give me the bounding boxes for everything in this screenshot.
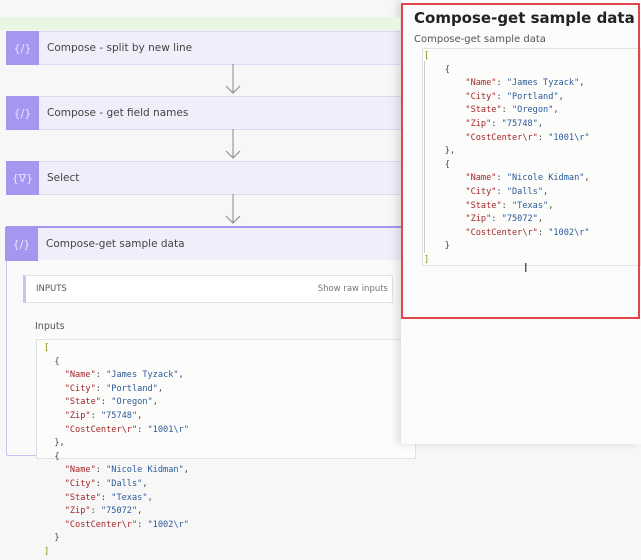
text-cursor-icon: I xyxy=(524,261,528,275)
step-select[interactable]: {∇}Select xyxy=(6,161,406,195)
step-compose-field-names[interactable]: {∕}Compose - get field names xyxy=(6,96,406,130)
arrow-down-icon xyxy=(225,194,241,224)
compose-icon: {∕} xyxy=(6,31,39,65)
step-header[interactable]: {∕}Compose-get sample data xyxy=(5,226,406,261)
success-banner xyxy=(0,17,400,30)
panel-title: Compose-get sample data xyxy=(414,9,635,27)
select-icon: {∇} xyxy=(6,161,39,195)
compose-icon: {∕} xyxy=(5,227,38,261)
arrow-down-icon xyxy=(225,129,241,159)
inputs-code: [ { "Name": "James Tyzack", "City": "Por… xyxy=(36,339,416,557)
inputs-section[interactable]: INPUTS Show raw inputs xyxy=(23,275,393,303)
indent-guide xyxy=(424,61,425,253)
compose-icon: {∕} xyxy=(6,96,39,130)
inputs-label: Inputs xyxy=(35,321,65,332)
step-compose-sample-data: {∕}Compose-get sample data INPUTS Show ra… xyxy=(5,226,416,557)
step-compose-split[interactable]: {∕}Compose - split by new line xyxy=(6,31,406,65)
inputs-heading: INPUTS xyxy=(36,284,67,294)
arrow-down-icon xyxy=(225,64,241,94)
show-raw-inputs-link[interactable]: Show raw inputs xyxy=(317,284,388,294)
panel-subtitle: Compose-get sample data xyxy=(414,34,546,45)
panel-code[interactable]: [ { "Name": "James Tyzack", "City": "Por… xyxy=(422,48,641,266)
